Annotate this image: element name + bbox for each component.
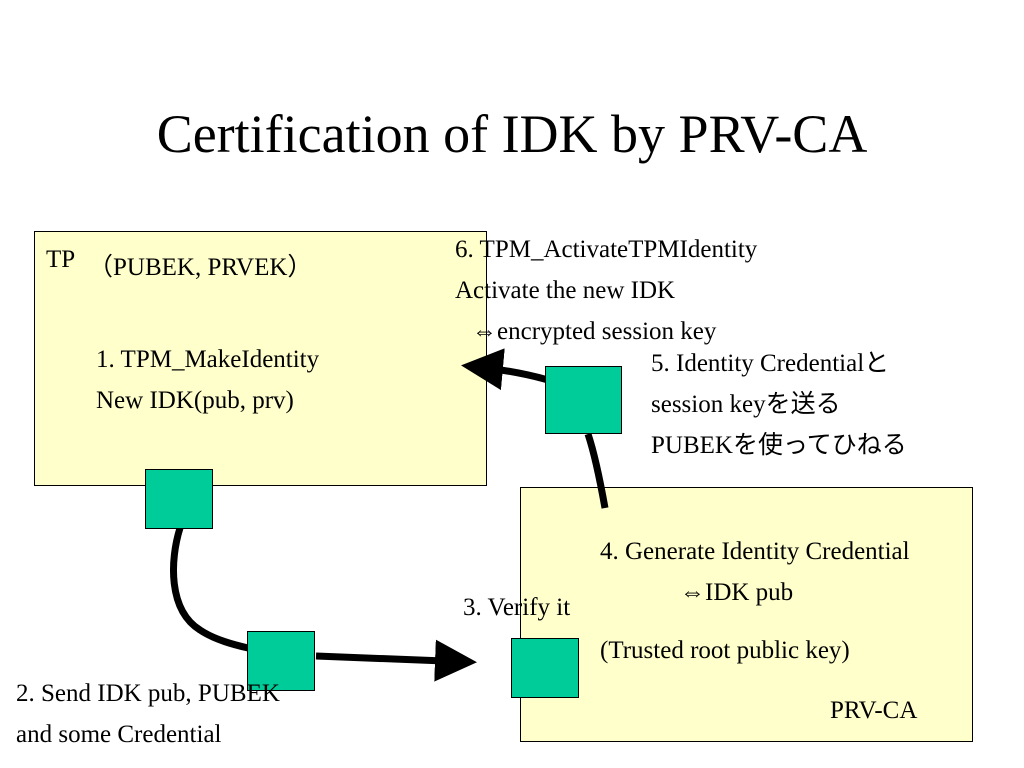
tp-output-token (145, 469, 213, 529)
step1-line1: 1. TPM_MakeIdentity (96, 346, 320, 373)
step2-arrow (315, 639, 477, 682)
slide-title: Certification of IDK by PRV-CA (156, 104, 868, 164)
step4-line1: 4. Generate Identity Credential (600, 538, 910, 565)
credential-token (545, 366, 622, 434)
step1-line2: New IDK(pub, prv) (96, 387, 294, 414)
prvca-box (520, 487, 973, 742)
step6-line1: 6. TPM_ActivateTPMIdentity (455, 236, 758, 263)
root-key-label: (Trusted root public key) (600, 637, 850, 664)
tp-label: TP (46, 246, 76, 273)
step3-label: 3. Verify it (463, 594, 571, 621)
prvca-input-token (511, 638, 579, 698)
step5-line1: 5. Identity Credentialと (651, 350, 890, 377)
step6-line2: Activate the new IDK (455, 277, 676, 304)
step5-line3: PUBEKを使ってひねる (651, 432, 907, 459)
transit-token (247, 631, 315, 691)
tp-box (34, 231, 487, 486)
step2-connector (170, 526, 249, 652)
step6-line3: ⇔encrypted session key (472, 318, 717, 345)
step5-line2: session keyを送る (651, 391, 841, 418)
step4-line2: ⇔IDK pub (680, 579, 794, 606)
prvca-label: PRV-CA (830, 697, 918, 724)
tp-keys: （PUBEK, PRVEK） (88, 254, 313, 281)
step2-line2: and some Credential (16, 721, 222, 748)
step5-arrow (461, 348, 549, 391)
step5-connector (584, 432, 609, 509)
step2-line1: 2. Send IDK pub, PUBEK (16, 680, 280, 707)
